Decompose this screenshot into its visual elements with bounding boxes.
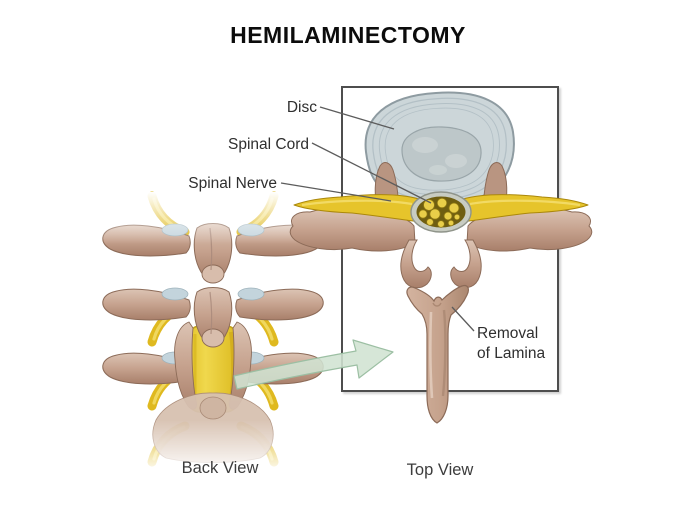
top-view-caption: Top View xyxy=(406,461,474,479)
spinal-nerve-label: Spinal Nerve xyxy=(188,175,277,192)
spinal-cord-graphic xyxy=(410,191,472,233)
removal-of-lamina-label: Removal of Lamina xyxy=(477,324,545,364)
disc-leader-line xyxy=(319,106,395,130)
removal-label-line1: Removal xyxy=(477,325,539,342)
back-to-top-arrow xyxy=(233,339,394,390)
removed-lamina-graphic xyxy=(406,284,469,424)
removal-label-line2: of Lamina xyxy=(477,345,546,362)
back-view-caption: Back View xyxy=(181,459,259,477)
page-title: HEMILAMINECTOMY xyxy=(230,22,466,48)
spinal-nerve-leader-line xyxy=(280,182,392,202)
spinal-cord-label: Spinal Cord xyxy=(228,136,309,153)
spinal-cord-leader-line xyxy=(311,142,432,204)
leader-lines xyxy=(280,106,475,332)
disc-graphic xyxy=(364,91,515,206)
disc-label: Disc xyxy=(286,99,317,116)
removal-leader-line xyxy=(451,306,475,332)
spinal-nerve-graphic xyxy=(293,194,589,223)
top-view-illustration xyxy=(289,91,593,424)
